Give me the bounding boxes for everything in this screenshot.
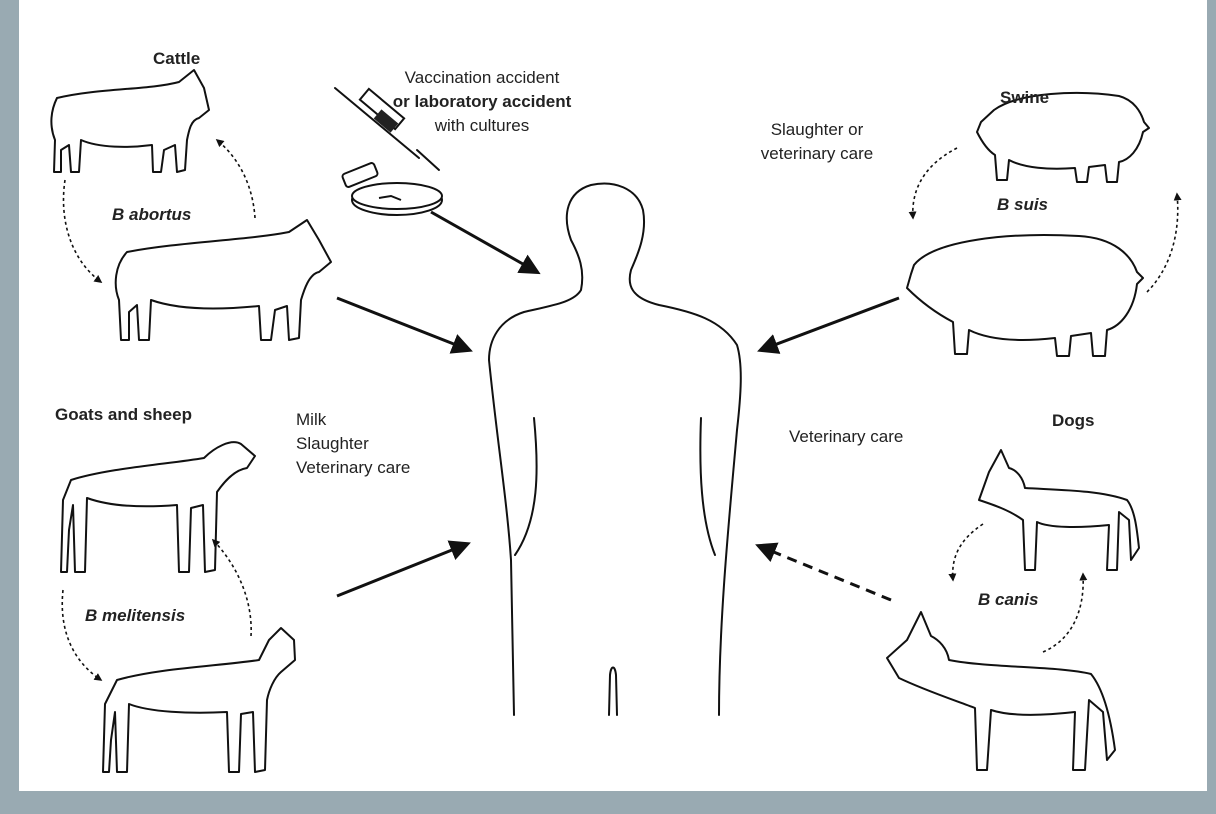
pig-icon [907,235,1143,356]
cattle-cycle-arrow-up [217,140,255,218]
cattle-label: Cattle [153,48,200,70]
sheep-icon [61,442,255,572]
dogs-label: Dogs [1052,410,1095,432]
human-figure [489,184,741,715]
b-abortus-label: B abortus [112,204,191,226]
swine-cycle-arrow-down [913,148,957,218]
dog-icon [979,450,1139,570]
dog-cycle-arrow-down [953,524,983,580]
b-suis-label: B suis [997,194,1048,216]
swine-route-arrow [761,298,899,350]
goat-icon [103,628,295,772]
lab-route-arrow [431,212,537,272]
cattle-icon [51,70,209,172]
swine-label: Swine [1000,87,1049,109]
goat-cycle-arrow-down [62,590,101,680]
swine-cycle-arrow-up [1147,194,1178,292]
diagram-frame: Cattle B abortus Swine B suis Goats and … [19,0,1207,791]
cattle-cycle-arrow-down [64,180,102,282]
shepherd-dog-icon [887,612,1115,770]
petri-dish-icon [352,183,442,215]
goat-route-arrow [337,544,467,596]
cow-icon [116,220,331,340]
lab-route-label: Vaccination accident or laboratory accid… [342,66,622,138]
b-canis-label: B canis [978,589,1038,611]
goat-cycle-arrow-up [213,540,251,636]
cattle-route-arrow [337,298,469,350]
dog-cycle-arrow-up [1043,574,1083,652]
dog-route-arrow [759,546,891,600]
slaughter-route-label: Slaughter or veterinary care [717,118,917,166]
vet-care-route-label: Veterinary care [789,426,903,448]
milk-route-label: Milk Slaughter Veterinary care [296,408,410,480]
goats-and-sheep-label: Goats and sheep [55,404,192,426]
b-melitensis-label: B melitensis [85,605,185,627]
